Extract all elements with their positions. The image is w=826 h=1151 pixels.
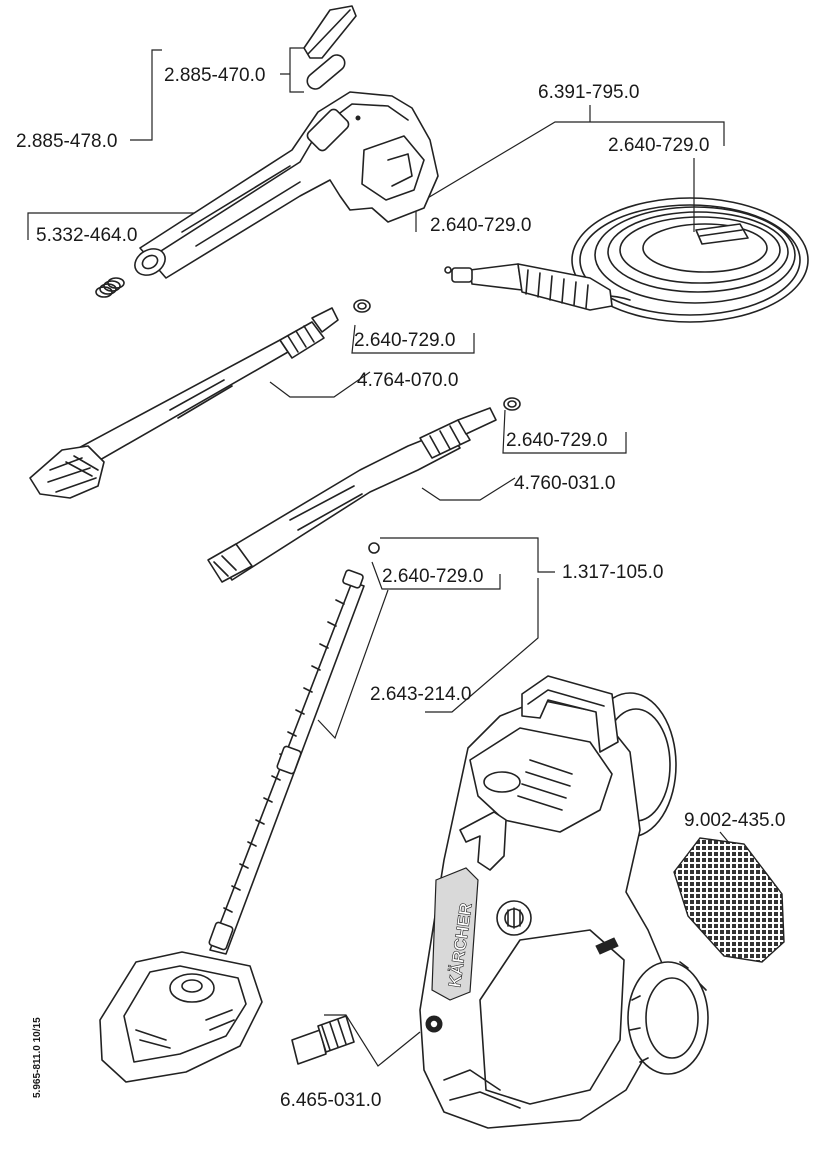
label-extension-oring: 2.640-729.0 <box>382 566 483 587</box>
extension-lance-part <box>208 542 380 955</box>
label-hose-adapter: 6.465-031.0 <box>280 1090 381 1111</box>
document-code: 5.965-811.0 10/15 <box>32 1017 43 1098</box>
label-powerlance: 4.764-070.0 <box>357 370 458 391</box>
label-surface-cleaner-kit: 1.317-105.0 <box>562 562 663 583</box>
leader-lines <box>27 47 746 1067</box>
pressure-washer-body: KÄRCHER <box>419 675 709 1129</box>
label-gun-clip: 2.885-470.0 <box>164 65 265 86</box>
powerlance-part <box>29 299 371 499</box>
label-extension-lance: 2.643-214.0 <box>370 684 471 705</box>
vario-lance-part <box>207 397 521 583</box>
part-number-labels: 2.885-470.0 2.885-478.0 5.332-464.0 6.39… <box>16 65 785 1111</box>
hose-adapter-part <box>291 1015 355 1065</box>
label-hose-oring-end: 2.640-729.0 <box>430 215 531 236</box>
hose-part <box>444 197 809 323</box>
label-hose-oring-top: 2.640-729.0 <box>608 135 709 156</box>
label-trigger-gun: 2.885-478.0 <box>16 131 117 152</box>
label-powerlance-oring: 2.640-729.0 <box>354 330 455 351</box>
surface-cleaner-part <box>99 951 263 1083</box>
trigger-gun-part <box>134 91 439 279</box>
label-spring: 5.332-464.0 <box>36 225 137 246</box>
label-vario-lance: 4.760-031.0 <box>514 473 615 494</box>
gun-clip-part <box>303 5 357 90</box>
spring-part <box>95 277 125 298</box>
label-hose-kit: 6.391-795.0 <box>538 82 639 103</box>
label-vario-oring: 2.640-729.0 <box>506 430 607 451</box>
label-water-filter: 9.002-435.0 <box>684 810 785 831</box>
water-filter-part <box>673 837 785 963</box>
